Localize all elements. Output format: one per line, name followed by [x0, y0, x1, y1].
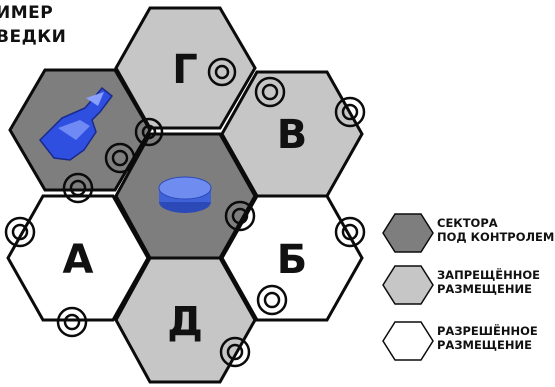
legend-item-controlled: СЕКТОРА ПОД КОНТРОЛЕМ: [383, 214, 554, 252]
legend-controlled-line1: СЕКТОРА: [437, 216, 498, 230]
hex-label-d: Д: [167, 299, 203, 345]
legend-forbidden-line1: ЗАПРЕЩЁННОЕ: [437, 267, 540, 282]
hex-label-b: Б: [277, 237, 308, 283]
control-token[interactable]: [159, 177, 211, 213]
legend: СЕКТОРА ПОД КОНТРОЛЕМ ЗАПРЕЩЁННОЕ РАЗМЕЩ…: [383, 214, 554, 360]
legend-allowed-line2: РАЗМЕЩЕНИЕ: [437, 338, 532, 352]
hex-label-g: Г: [172, 47, 198, 93]
legend-item-allowed: РАЗРЕШЁННОЕ РАЗМЕЩЕНИЕ: [383, 322, 538, 360]
title-line-2: ВЕДКИ: [0, 27, 66, 47]
hex-label-v: В: [277, 112, 308, 158]
legend-item-forbidden: ЗАПРЕЩЁННОЕ РАЗМЕЩЕНИЕ: [383, 266, 540, 304]
title-line-1: ИМЕР: [0, 3, 53, 23]
legend-forbidden-line2: РАЗМЕЩЕНИЕ: [437, 282, 532, 296]
legend-controlled-line2: ПОД КОНТРОЛЕМ: [437, 230, 554, 244]
legend-allowed-line1: РАЗРЕШЁННОЕ: [437, 323, 538, 338]
hex-label-a: А: [63, 237, 94, 283]
